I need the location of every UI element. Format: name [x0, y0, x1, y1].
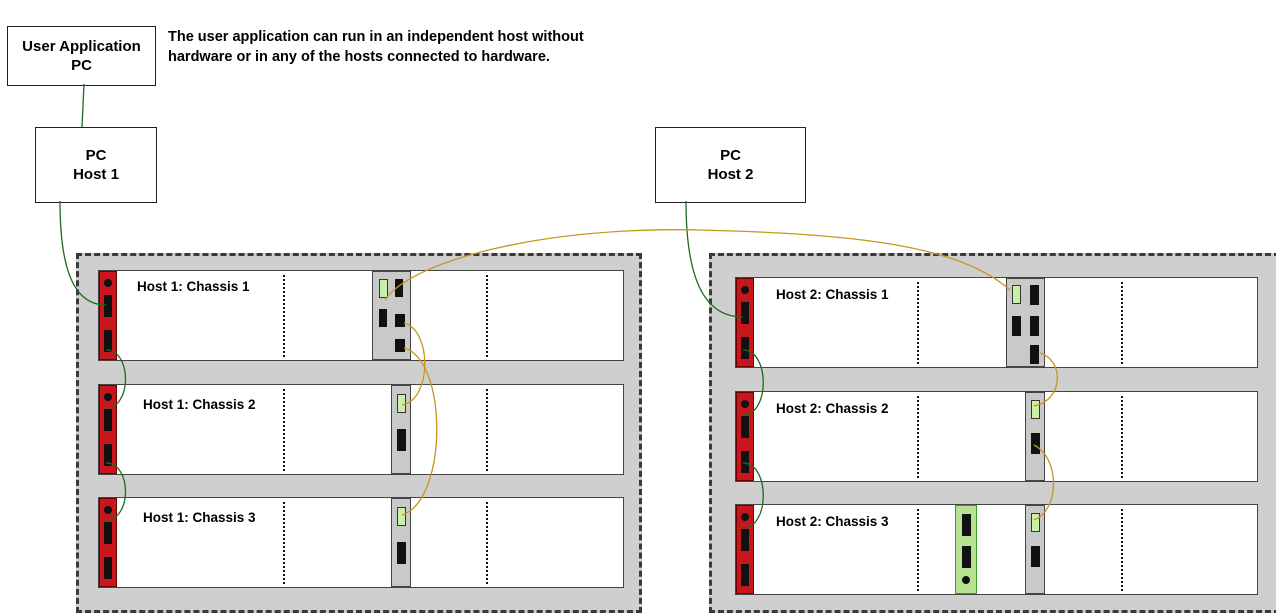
green-port: [397, 507, 406, 526]
black-port: [1012, 316, 1021, 336]
controller-module: [736, 505, 754, 594]
green-port: [1031, 513, 1040, 532]
slot-divider: [283, 275, 285, 357]
pc-host2-box: PC Host 2: [655, 127, 806, 203]
timing-card: [391, 498, 411, 587]
timing-card: [391, 385, 411, 474]
host1-chassis1: Host 1: Chassis 1: [98, 270, 624, 361]
ethernet-port: [741, 337, 749, 359]
timing-card: [1006, 278, 1045, 367]
chassis-label: Host 2: Chassis 2: [776, 401, 889, 416]
ethernet-port: [104, 557, 112, 579]
host1-chassis3: Host 1: Chassis 3: [98, 497, 624, 588]
controller-module: [736, 278, 754, 367]
status-led-icon: [104, 279, 112, 287]
ethernet-port: [741, 529, 749, 551]
user-application-pc-box: User Application PC: [7, 26, 156, 86]
pc-host1-line2: Host 1: [73, 166, 119, 183]
ethernet-port: [104, 295, 112, 317]
green-module-card: [955, 505, 977, 594]
chassis-label: Host 1: Chassis 3: [143, 510, 256, 525]
ethernet-port: [104, 522, 112, 544]
slot-divider: [917, 509, 919, 591]
black-port: [1031, 433, 1040, 454]
slot-divider: [917, 282, 919, 364]
status-led-icon: [104, 393, 112, 401]
black-port: [1031, 546, 1040, 567]
black-port: [395, 339, 405, 352]
status-led-icon: [741, 286, 749, 294]
pc-host1-box: PC Host 1: [35, 127, 157, 203]
indicator-dot-icon: [962, 576, 970, 584]
status-led-icon: [741, 513, 749, 521]
note-line1: The user application can run in an indep…: [168, 29, 584, 45]
host2-chassis1: Host 2: Chassis 1: [735, 277, 1258, 368]
ethernet-port: [741, 416, 749, 438]
green-port: [379, 279, 388, 298]
black-port: [962, 514, 971, 536]
ethernet-port: [104, 409, 112, 431]
black-port: [395, 314, 405, 327]
wire-userpc-to-host1: [81, 83, 85, 128]
timing-card: [1025, 392, 1045, 481]
slot-divider: [1121, 396, 1123, 478]
note-line2: hardware or in any of the hosts connecte…: [168, 49, 550, 65]
pc-host1-line1: PC: [85, 147, 107, 164]
ethernet-port: [741, 302, 749, 324]
chassis-label: Host 2: Chassis 3: [776, 514, 889, 529]
black-port: [397, 542, 406, 564]
user-application-pc-line1: User Application: [22, 38, 141, 55]
chassis-label: Host 1: Chassis 2: [143, 397, 256, 412]
pc-host2-line1: PC: [720, 147, 741, 164]
timing-card: [1025, 505, 1045, 594]
status-led-icon: [741, 400, 749, 408]
timing-card: [372, 271, 411, 360]
slot-divider: [1121, 282, 1123, 364]
host2-chassis2: Host 2: Chassis 2: [735, 391, 1258, 482]
slot-divider: [486, 502, 488, 584]
black-port: [397, 429, 406, 451]
host2-chassis3: Host 2: Chassis 3: [735, 504, 1258, 595]
slot-divider: [486, 389, 488, 471]
black-port: [1030, 285, 1039, 305]
controller-module: [99, 385, 117, 474]
slot-divider: [283, 389, 285, 471]
chassis-label: Host 1: Chassis 1: [137, 279, 250, 294]
ethernet-port: [741, 564, 749, 586]
status-led-icon: [104, 506, 112, 514]
ethernet-port: [741, 451, 749, 473]
host1-chassis2: Host 1: Chassis 2: [98, 384, 624, 475]
black-port: [379, 309, 387, 327]
slot-divider: [486, 275, 488, 357]
ethernet-port: [104, 330, 112, 352]
controller-module: [99, 271, 117, 360]
chassis-label: Host 2: Chassis 1: [776, 287, 889, 302]
note-text: The user application can run in an indep…: [168, 27, 584, 67]
black-port: [395, 279, 403, 297]
green-port: [1031, 400, 1040, 419]
user-application-pc-line2: PC: [71, 57, 92, 74]
ethernet-port: [104, 444, 112, 466]
black-port: [1030, 316, 1039, 336]
black-port: [962, 546, 971, 568]
controller-module: [99, 498, 117, 587]
slot-divider: [283, 502, 285, 584]
controller-module: [736, 392, 754, 481]
slot-divider: [1121, 509, 1123, 591]
pc-host2-line2: Host 2: [707, 166, 754, 183]
black-port: [1030, 345, 1039, 364]
green-port: [397, 394, 406, 413]
green-port: [1012, 285, 1021, 304]
slot-divider: [917, 396, 919, 478]
